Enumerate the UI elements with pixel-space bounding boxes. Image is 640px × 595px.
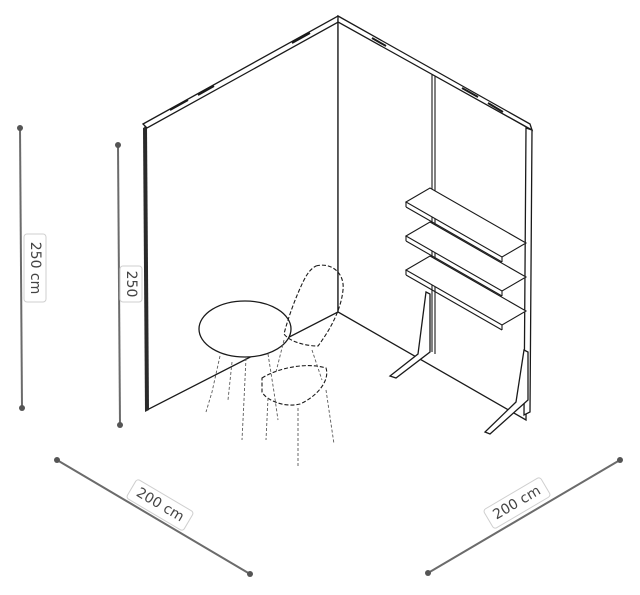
width-right-end-dot [617,457,623,463]
dimension-total-height: 250 cm [17,125,47,411]
width-right-start-dot [425,570,431,576]
left-wall-front-edge [143,126,149,412]
support-feet [388,291,529,435]
total-height-end-dot [19,405,25,411]
wall-height-label: 250 [123,271,139,298]
width-right-line [427,459,621,574]
support-foot-left [388,291,431,379]
shelf-middle [404,221,528,292]
total-height-start-dot [17,125,23,131]
dimension-wall-height: 250 [115,142,143,428]
total-height-label: 250 cm [27,242,43,295]
right-wall-end-post [523,127,533,417]
wall-height-start-dot [115,142,121,148]
chair-seat [261,365,328,406]
wall-height-end-dot [117,422,123,428]
dimension-width-left: 200 cm [54,457,253,577]
total-height-line [19,127,23,409]
width-right-label-box [483,477,551,529]
dimension-width-right: 200 cm [425,457,623,576]
wall-height-line [117,144,121,426]
width-left-label-box [126,479,194,531]
width-left-line [56,459,251,575]
table-leg [205,355,221,413]
chair-leg [265,397,269,441]
shelf-top [404,187,528,258]
width-left-start-dot [54,457,60,463]
chair-back [283,264,344,347]
table-top [198,300,292,358]
shelf-bottom [404,255,528,326]
support-foot-right [483,349,529,435]
width-left-end-dot [247,571,253,577]
shelves [404,187,528,331]
chair [261,264,344,466]
wall-height-label-box [119,265,143,303]
total-height-label-box [23,233,47,303]
right-wall [337,18,529,422]
booth-walls [141,14,534,422]
round-table [198,300,292,441]
